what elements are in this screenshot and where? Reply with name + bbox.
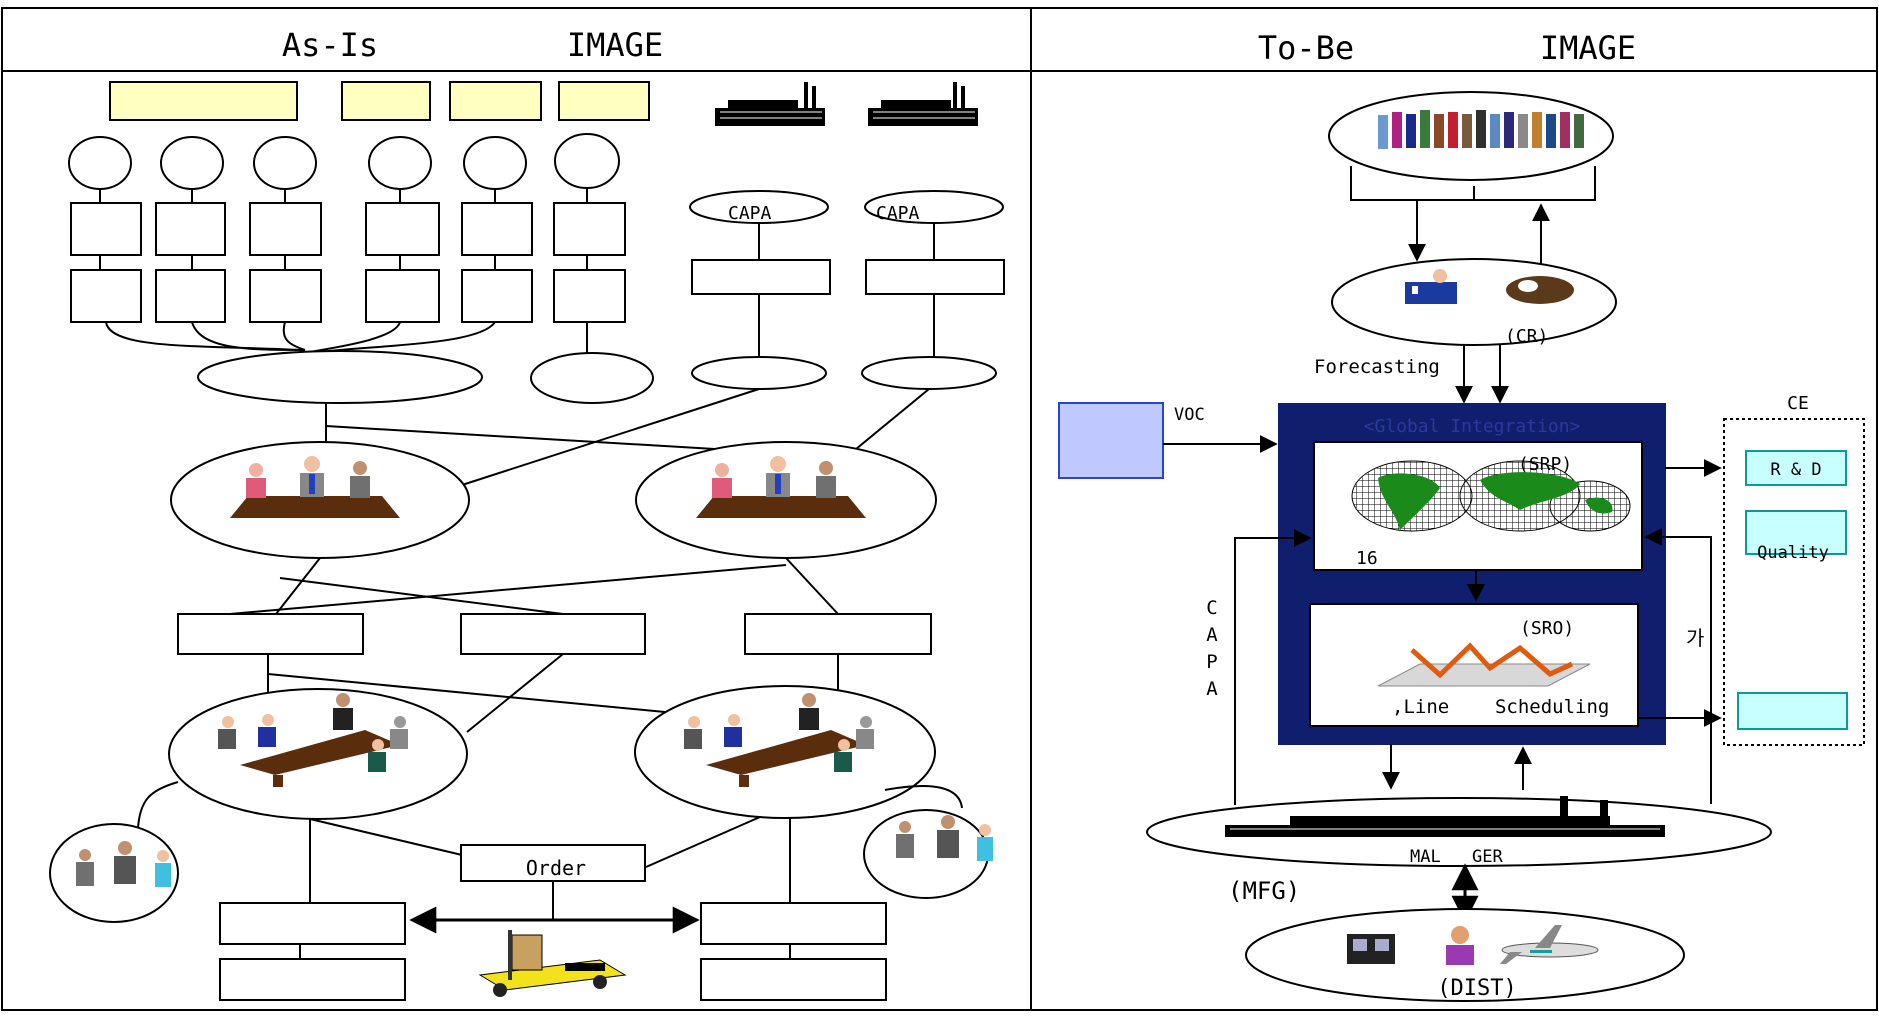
order-box: [460, 844, 646, 882]
merge-curves: [105, 321, 496, 353]
conference-table-icon: [218, 693, 408, 787]
top-circles: [68, 133, 620, 190]
mfg-label: (MFG): [1228, 877, 1300, 905]
meeting-people-icon: [230, 456, 400, 518]
business-people-icon: [896, 815, 993, 861]
capa-letter: P: [1206, 651, 1217, 673]
world-map-icon: [1351, 460, 1631, 532]
as-is-image-label: IMAGE: [567, 26, 663, 64]
voc-label: VOC: [1174, 405, 1205, 425]
factory-icon: [715, 82, 825, 126]
sro-label: (SRO): [1520, 618, 1574, 639]
ce-panel: [1723, 418, 1865, 746]
forklift-icon: [478, 930, 627, 997]
truck-icon: [1347, 934, 1395, 964]
ce-label: CE: [1787, 393, 1809, 414]
ga-label: 가: [1686, 626, 1704, 650]
ce-bottom-box: [1737, 692, 1848, 730]
frame: [1, 7, 1878, 1011]
box-row-1: [70, 202, 626, 256]
yellow-box: [558, 81, 650, 121]
driver-icon: [1446, 926, 1474, 965]
short-connectors: [99, 188, 588, 270]
forecasting-label: Forecasting: [1314, 356, 1440, 378]
to-be-panel: [1058, 91, 1865, 1002]
srp-count: 16: [1356, 548, 1378, 569]
sro-chart-icon: [1377, 642, 1591, 687]
mal-label: MAL: [1410, 847, 1441, 867]
as-is-title: As-Is: [282, 26, 378, 64]
capa-vertical-label: C A P A: [1206, 597, 1218, 700]
capa-label: CAPA: [876, 203, 920, 224]
merge-ellipse: [197, 350, 483, 404]
side-ellipse: [530, 352, 654, 404]
box-row-2: [70, 269, 626, 323]
voc-box: [1058, 402, 1164, 479]
factory-icon: [868, 82, 978, 126]
capa-letter: A: [1206, 678, 1218, 700]
quality-label: Quality: [1757, 543, 1829, 563]
customers-crowd-icon: [1378, 110, 1584, 149]
yellow-boxes: [109, 81, 650, 121]
global-integration-label: <Global Integration>: [1364, 416, 1581, 437]
airplane-icon: [1500, 925, 1599, 964]
conference-table-icon: [684, 693, 874, 787]
yellow-box: [341, 81, 431, 121]
cr-label: (CR): [1505, 326, 1548, 347]
sro-caption: ,Line Scheduling: [1392, 696, 1609, 718]
salesperson-icon: [1405, 269, 1457, 304]
yellow-box: [449, 81, 542, 121]
capa-letter: C: [1206, 597, 1217, 619]
people-ellipse: [863, 809, 989, 899]
business-people-icon: [76, 841, 171, 887]
meeting-people-icon: [696, 456, 866, 518]
rd-label: R & D: [1770, 460, 1821, 480]
manufacturing-line-icon: [1225, 796, 1665, 837]
rd-box: [1745, 450, 1847, 486]
capa-label: CAPA: [728, 203, 772, 224]
sales-ellipse: [1331, 258, 1617, 346]
quality-box: [1745, 510, 1847, 555]
to-be-title: To-Be: [1258, 29, 1354, 67]
dist-label: (DIST): [1437, 976, 1516, 1001]
order-label: Order: [526, 856, 586, 880]
yellow-box: [109, 81, 298, 121]
capa-letter: A: [1206, 624, 1218, 646]
ger-label: GER: [1472, 847, 1503, 867]
phone-icon: [1506, 276, 1574, 304]
to-be-image-label: IMAGE: [1540, 29, 1636, 67]
